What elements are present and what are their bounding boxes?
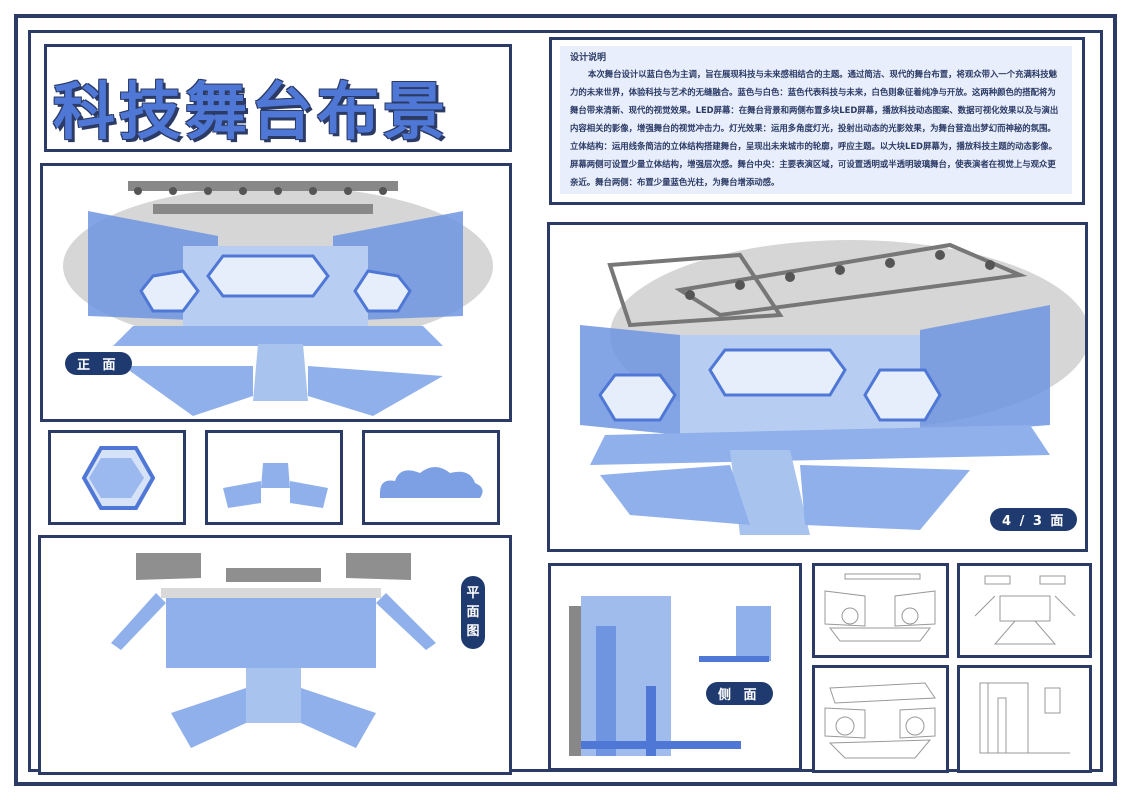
line-sketch-front (824, 573, 936, 642)
side-view-panel: 侧 面 (548, 563, 802, 771)
line-sketch-side (979, 682, 1070, 754)
description-panel: 设计说明 本次舞台设计以蓝白色为主调，旨在展现科技与未来感相结合的主题。通过简洁… (549, 37, 1085, 205)
three-quarter-view-panel: 4 / 3 面 (547, 222, 1088, 552)
plan-view-panel: 平面图 (38, 535, 512, 775)
line-sketch-perspective (824, 682, 936, 759)
plan-view-label: 平面图 (461, 576, 485, 649)
detail-hexagon-panel (48, 430, 186, 525)
hexagon-screen-illustration (81, 446, 156, 510)
front-view-panel: 正 面 (40, 163, 512, 422)
side-view-illustration (569, 596, 771, 756)
page-title: 科技舞台布景 (53, 75, 450, 148)
description-heading: 设计说明 (570, 53, 607, 63)
cloud-backdrop-illustration (380, 467, 483, 498)
plan-view-illustration (111, 553, 436, 748)
three-quarter-view-label: 4 / 3 面 (990, 508, 1078, 531)
detail-cloud-panel (362, 430, 500, 525)
description-content: 设计说明 本次舞台设计以蓝白色为主调，旨在展现科技与未来感相结合的主题。通过简洁… (560, 46, 1072, 194)
title-panel: 科技舞台布景 (44, 44, 512, 152)
front-view-label: 正 面 (65, 352, 132, 375)
detail-stage-panel (205, 430, 343, 525)
front-view-illustration (63, 181, 493, 416)
line-sketch-plan (974, 575, 1076, 645)
three-quarter-view-illustration (580, 240, 1085, 535)
stage-platform-illustration (223, 463, 328, 508)
sketch-plan-panel (957, 563, 1092, 658)
sketch-perspective-panel (812, 665, 949, 773)
side-view-label: 侧 面 (706, 682, 773, 705)
sketch-side-panel (957, 665, 1092, 773)
sketch-front-panel (812, 563, 949, 658)
description-text: 本次舞台设计以蓝白色为主调，旨在展现科技与未来感相结合的主题。通过简洁、现代的舞… (570, 69, 1059, 187)
